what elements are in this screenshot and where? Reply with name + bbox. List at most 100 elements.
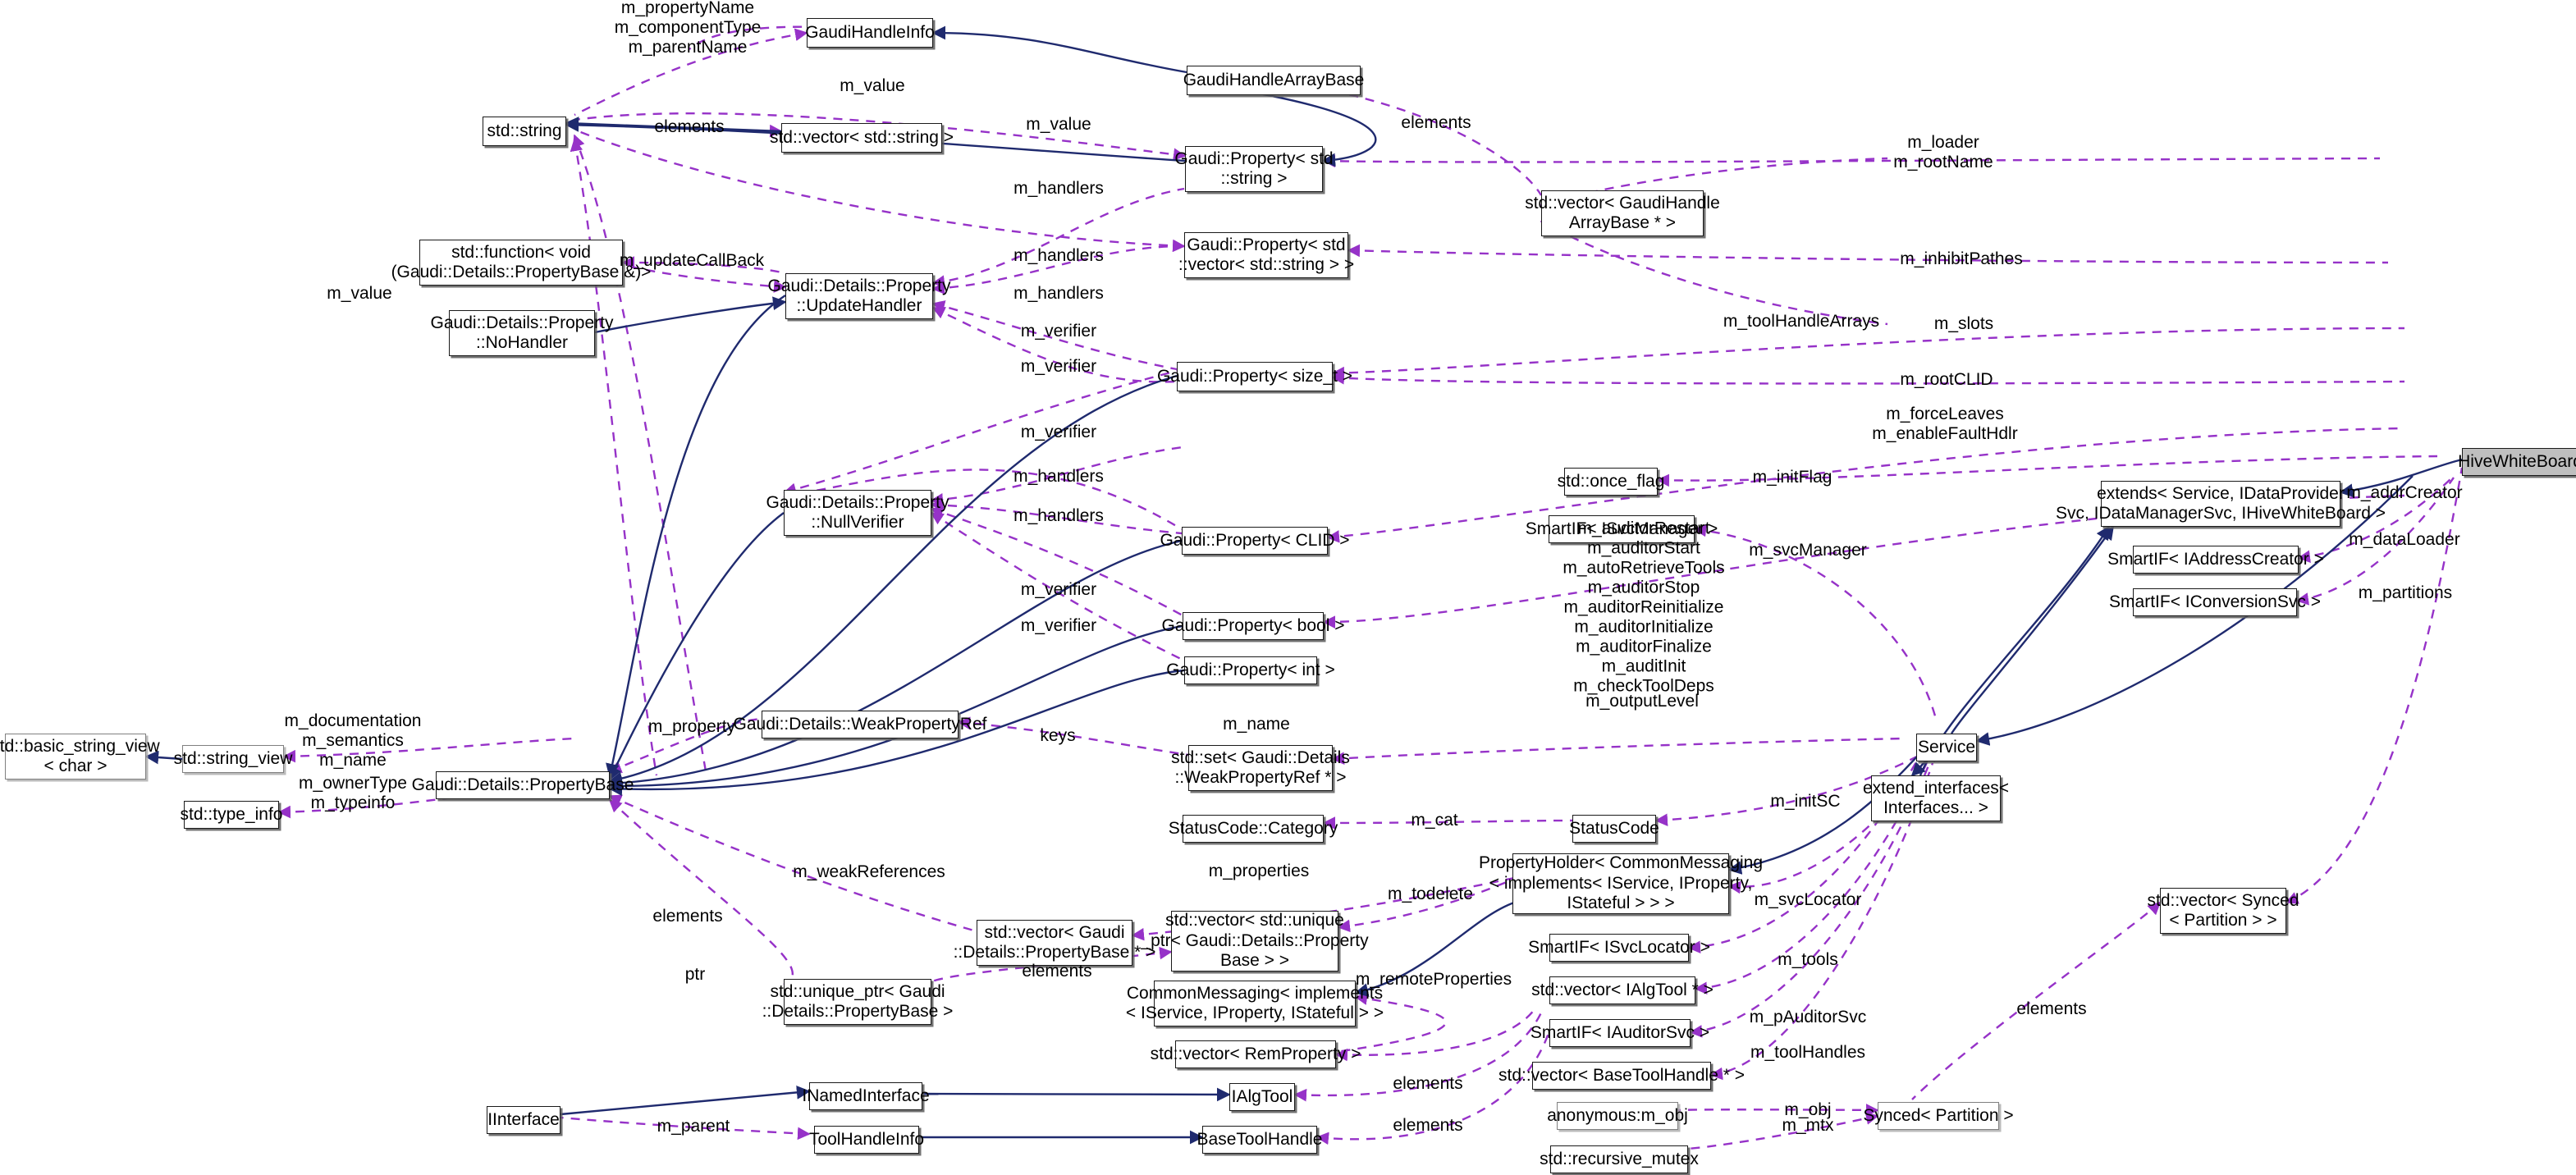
class-node-propCLID[interactable]: Gaudi::Property< CLID >	[1160, 527, 1350, 555]
class-node-gaudiHandleArrayBase[interactable]: GaudiHandleArrayBase	[1183, 66, 1364, 95]
edge-label-lbl-mproperties: m_properties	[1208, 862, 1310, 881]
edge-label-lbl-mvalue-3: m_value	[327, 284, 392, 304]
class-node-smartIfIConversionSvc[interactable]: SmartIF< IConversionSvc >	[2109, 588, 2321, 616]
class-node-propSizeT[interactable]: Gaudi::Property< size_t >	[1157, 362, 1352, 391]
class-node-gaudiHandleInfo[interactable]: GaudiHandleInfo	[805, 18, 935, 48]
usage-edge-14	[1656, 455, 2438, 487]
class-node-nullVerifier[interactable]: Gaudi::Details::Property ::NullVerifier	[766, 490, 949, 536]
edge-label-lbl-elements-synced: elements	[2016, 999, 2087, 1019]
edge-label-lbl-mslots: m_slots	[1933, 314, 1994, 334]
usage-edge-27	[930, 506, 1183, 617]
class-node-syncedPartition[interactable]: Synced< Partition >	[1863, 1102, 2014, 1130]
class-node-smartIfISvcManager[interactable]: SmartIF< ISvcManager >	[1526, 515, 1718, 543]
class-node-iNamedInterface[interactable]: INamedInterface	[802, 1082, 930, 1110]
class-node-basicStringView[interactable]: std::basic_string_view < char >	[0, 734, 160, 780]
class-node-vectorPropertyBasePtr[interactable]: std::vector< Gaudi ::Details::PropertyBa…	[954, 920, 1155, 966]
usage-edge-24	[931, 306, 1178, 383]
edge-label-lbl-elements-ialgtool: elements	[1393, 1074, 1463, 1094]
class-node-stdFunction[interactable]: std::function< void (Gaudi::Details::Pro…	[391, 240, 651, 286]
class-node-extendsService[interactable]: extends< Service, IDataProvider Svc, IDa…	[2056, 481, 2386, 527]
usage-edge-31	[282, 737, 575, 763]
usage-edge-55	[1911, 901, 2162, 1100]
class-node-typeInfo[interactable]: std::type_info	[181, 801, 282, 829]
class-node-hiveWhiteBoard[interactable]: HiveWhiteBoard	[2458, 448, 2576, 476]
usage-edge-21	[931, 187, 1185, 288]
edge-label-lbl-mrootclid: m_rootCLID	[1900, 370, 1993, 390]
edge-label-lbl-handleinfo-strings: m_propertyName m_componentType m_parentN…	[614, 0, 762, 57]
class-node-vectorString[interactable]: std::vector< std::string >	[770, 123, 954, 153]
edge-label-lbl-mpartitions: m_partitions	[2358, 583, 2453, 603]
class-node-service[interactable]: Service	[1916, 734, 1977, 761]
class-node-stdString[interactable]: std::string	[483, 117, 566, 146]
class-node-baseToolHandle[interactable]: BaseToolHandle	[1197, 1126, 1322, 1154]
inheritance-edge-iAlgTool-to-iNamedInterface	[922, 1087, 1231, 1102]
usage-edge-9	[1347, 244, 2389, 264]
edge-label-lbl-mtodelete: m_todelete	[1388, 885, 1473, 904]
class-node-vectorIAlgTool[interactable]: std::vector< IAlgTool * >	[1531, 976, 1714, 1004]
edge-label-lbl-mverifier-c: m_verifier	[1020, 423, 1097, 442]
class-node-toolHandleInfo[interactable]: ToolHandleInfo	[809, 1126, 924, 1154]
inheritance-edge-iNamedInterface-to-iInterface	[560, 1086, 811, 1116]
class-node-vectorRemProperty[interactable]: std::vector< RemProperty >	[1151, 1040, 1361, 1068]
edge-label-lbl-mtoolhandlearrays: m_toolHandleArrays	[1723, 312, 1880, 331]
edge-label-lbl-mname: m_name	[1223, 715, 1290, 734]
inheritance-edge-commonMessaging-to-propertyHolder	[1354, 901, 1515, 997]
edge-label-lbl-mhandlers-b: m_handlers	[1013, 246, 1104, 266]
edge-label-lbl-mtoolhandles: m_toolHandles	[1750, 1043, 1866, 1063]
edge-label-lbl-ptr: ptr	[684, 965, 706, 985]
class-node-propertyBase[interactable]: Gaudi::Details::PropertyBase	[412, 771, 634, 799]
class-node-statusCodeCategory[interactable]: StatusCode::Category	[1169, 815, 1338, 843]
class-node-updateHandler[interactable]: Gaudi::Details::Property ::UpdateHandler	[768, 273, 950, 319]
edge-label-lbl-minhibitpathes: m_inhibitPathes	[1900, 249, 2023, 269]
edge-label-lbl-mmtx: m_mtx	[1782, 1116, 1834, 1136]
class-node-vectorUniquePtr[interactable]: std::vector< std::unique _ptr< Gaudi::De…	[1141, 911, 1369, 972]
edge-label-lbl-mverifier-a: m_verifier	[1020, 322, 1097, 341]
class-node-uniquePtrPropertyBase[interactable]: std::unique_ptr< Gaudi ::Details::Proper…	[762, 979, 953, 1025]
class-node-noHandler[interactable]: Gaudi::Details::Property ::NoHandler	[431, 310, 613, 356]
class-node-propVecString[interactable]: Gaudi::Property< std ::vector< std::stri…	[1178, 232, 1354, 278]
edge-label-lbl-moutputlevel: m_outputLevel	[1585, 692, 1699, 711]
class-node-propertyHolder[interactable]: PropertyHolder< CommonMessaging < implem…	[1478, 853, 1764, 914]
edge-label-lbl-elements-basetool: elements	[1393, 1116, 1463, 1136]
class-node-vectorBaseToolHandle[interactable]: std::vector< BaseToolHandle * >	[1498, 1062, 1745, 1090]
usage-edge-26	[930, 498, 1183, 535]
class-node-onceFlag[interactable]: std::once_flag	[1558, 468, 1664, 496]
usage-edge-35	[1331, 737, 1905, 765]
usage-edge-54	[1687, 1112, 1879, 1150]
class-node-setWeakPropertyRef[interactable]: std::set< Gaudi::Details ::WeakPropertyR…	[1171, 745, 1350, 791]
class-node-anonymousMObj[interactable]: anonymous:m_obj	[1547, 1102, 1688, 1130]
usage-edge-56	[2285, 467, 2464, 904]
class-node-recursiveMutex[interactable]: std::recursive_mutex	[1540, 1145, 1699, 1173]
edge-label-lbl-mdataloader: m_dataLoader	[2349, 530, 2460, 550]
class-node-commonMessaging[interactable]: CommonMessaging< implements < IService, …	[1126, 981, 1384, 1026]
usage-edge-10	[1540, 220, 1888, 326]
edge-label-lbl-mverifier-d: m_verifier	[1020, 580, 1097, 600]
edge-label-lbl-minitsc: m_initSC	[1770, 792, 1841, 812]
class-node-propBool[interactable]: Gaudi::Property< bool >	[1162, 612, 1345, 640]
edge-label-lbl-msvcmanager: m_svcManager	[1749, 541, 1867, 560]
class-node-iInterface[interactable]: IInterface	[487, 1106, 560, 1134]
class-node-smartIfIAddressCreator[interactable]: SmartIF< IAddressCreator >	[2107, 546, 2324, 574]
edge-label-lbl-mauditor-block: m_auditorRestart m_auditorStart m_autoRe…	[1563, 519, 1725, 695]
usage-edge-11	[1331, 327, 2405, 380]
class-node-statusCode[interactable]: StatusCode	[1569, 815, 1659, 843]
inheritance-edge-propertyBase-to-updateHandler	[606, 294, 786, 778]
class-node-smartIfIAuditorSvc[interactable]: SmartIF< IAuditorSvc >	[1531, 1019, 1709, 1047]
class-node-propInt[interactable]: Gaudi::Property< int >	[1166, 656, 1335, 684]
usage-edge-53	[1677, 1104, 1879, 1117]
class-node-vectorGaudiHandleArray[interactable]: std::vector< GaudiHandle ArrayBase * >	[1525, 190, 1720, 236]
class-node-extendInterfaces[interactable]: extend_interfaces< Interfaces... >	[1863, 775, 2009, 821]
class-node-iAlgTool[interactable]: IAlgTool	[1229, 1083, 1295, 1111]
class-node-vectorSyncedPartition[interactable]: std::vector< Synced < Partition > >	[2148, 888, 2299, 934]
usage-edge-52	[560, 1116, 811, 1141]
class-node-stringView[interactable]: std::string_view	[174, 745, 292, 773]
usage-edge-1	[574, 123, 783, 138]
edge-label-lbl-mforceleaves: m_forceLeaves m_enableFaultHdlr	[1872, 405, 2018, 443]
class-node-weakPropertyRef[interactable]: Gaudi::Details::WeakPropertyRef	[734, 711, 986, 738]
class-node-smartIfISvcLocator[interactable]: SmartIF< ISvcLocator >	[1528, 934, 1710, 962]
usage-edge-25	[930, 446, 1183, 506]
class-node-propString[interactable]: Gaudi::Property< std ::string >	[1174, 146, 1334, 192]
usage-edge-8	[1322, 154, 2381, 168]
edge-label-lbl-elements-propbase: elements	[652, 907, 723, 926]
usage-edge-4	[572, 134, 707, 772]
